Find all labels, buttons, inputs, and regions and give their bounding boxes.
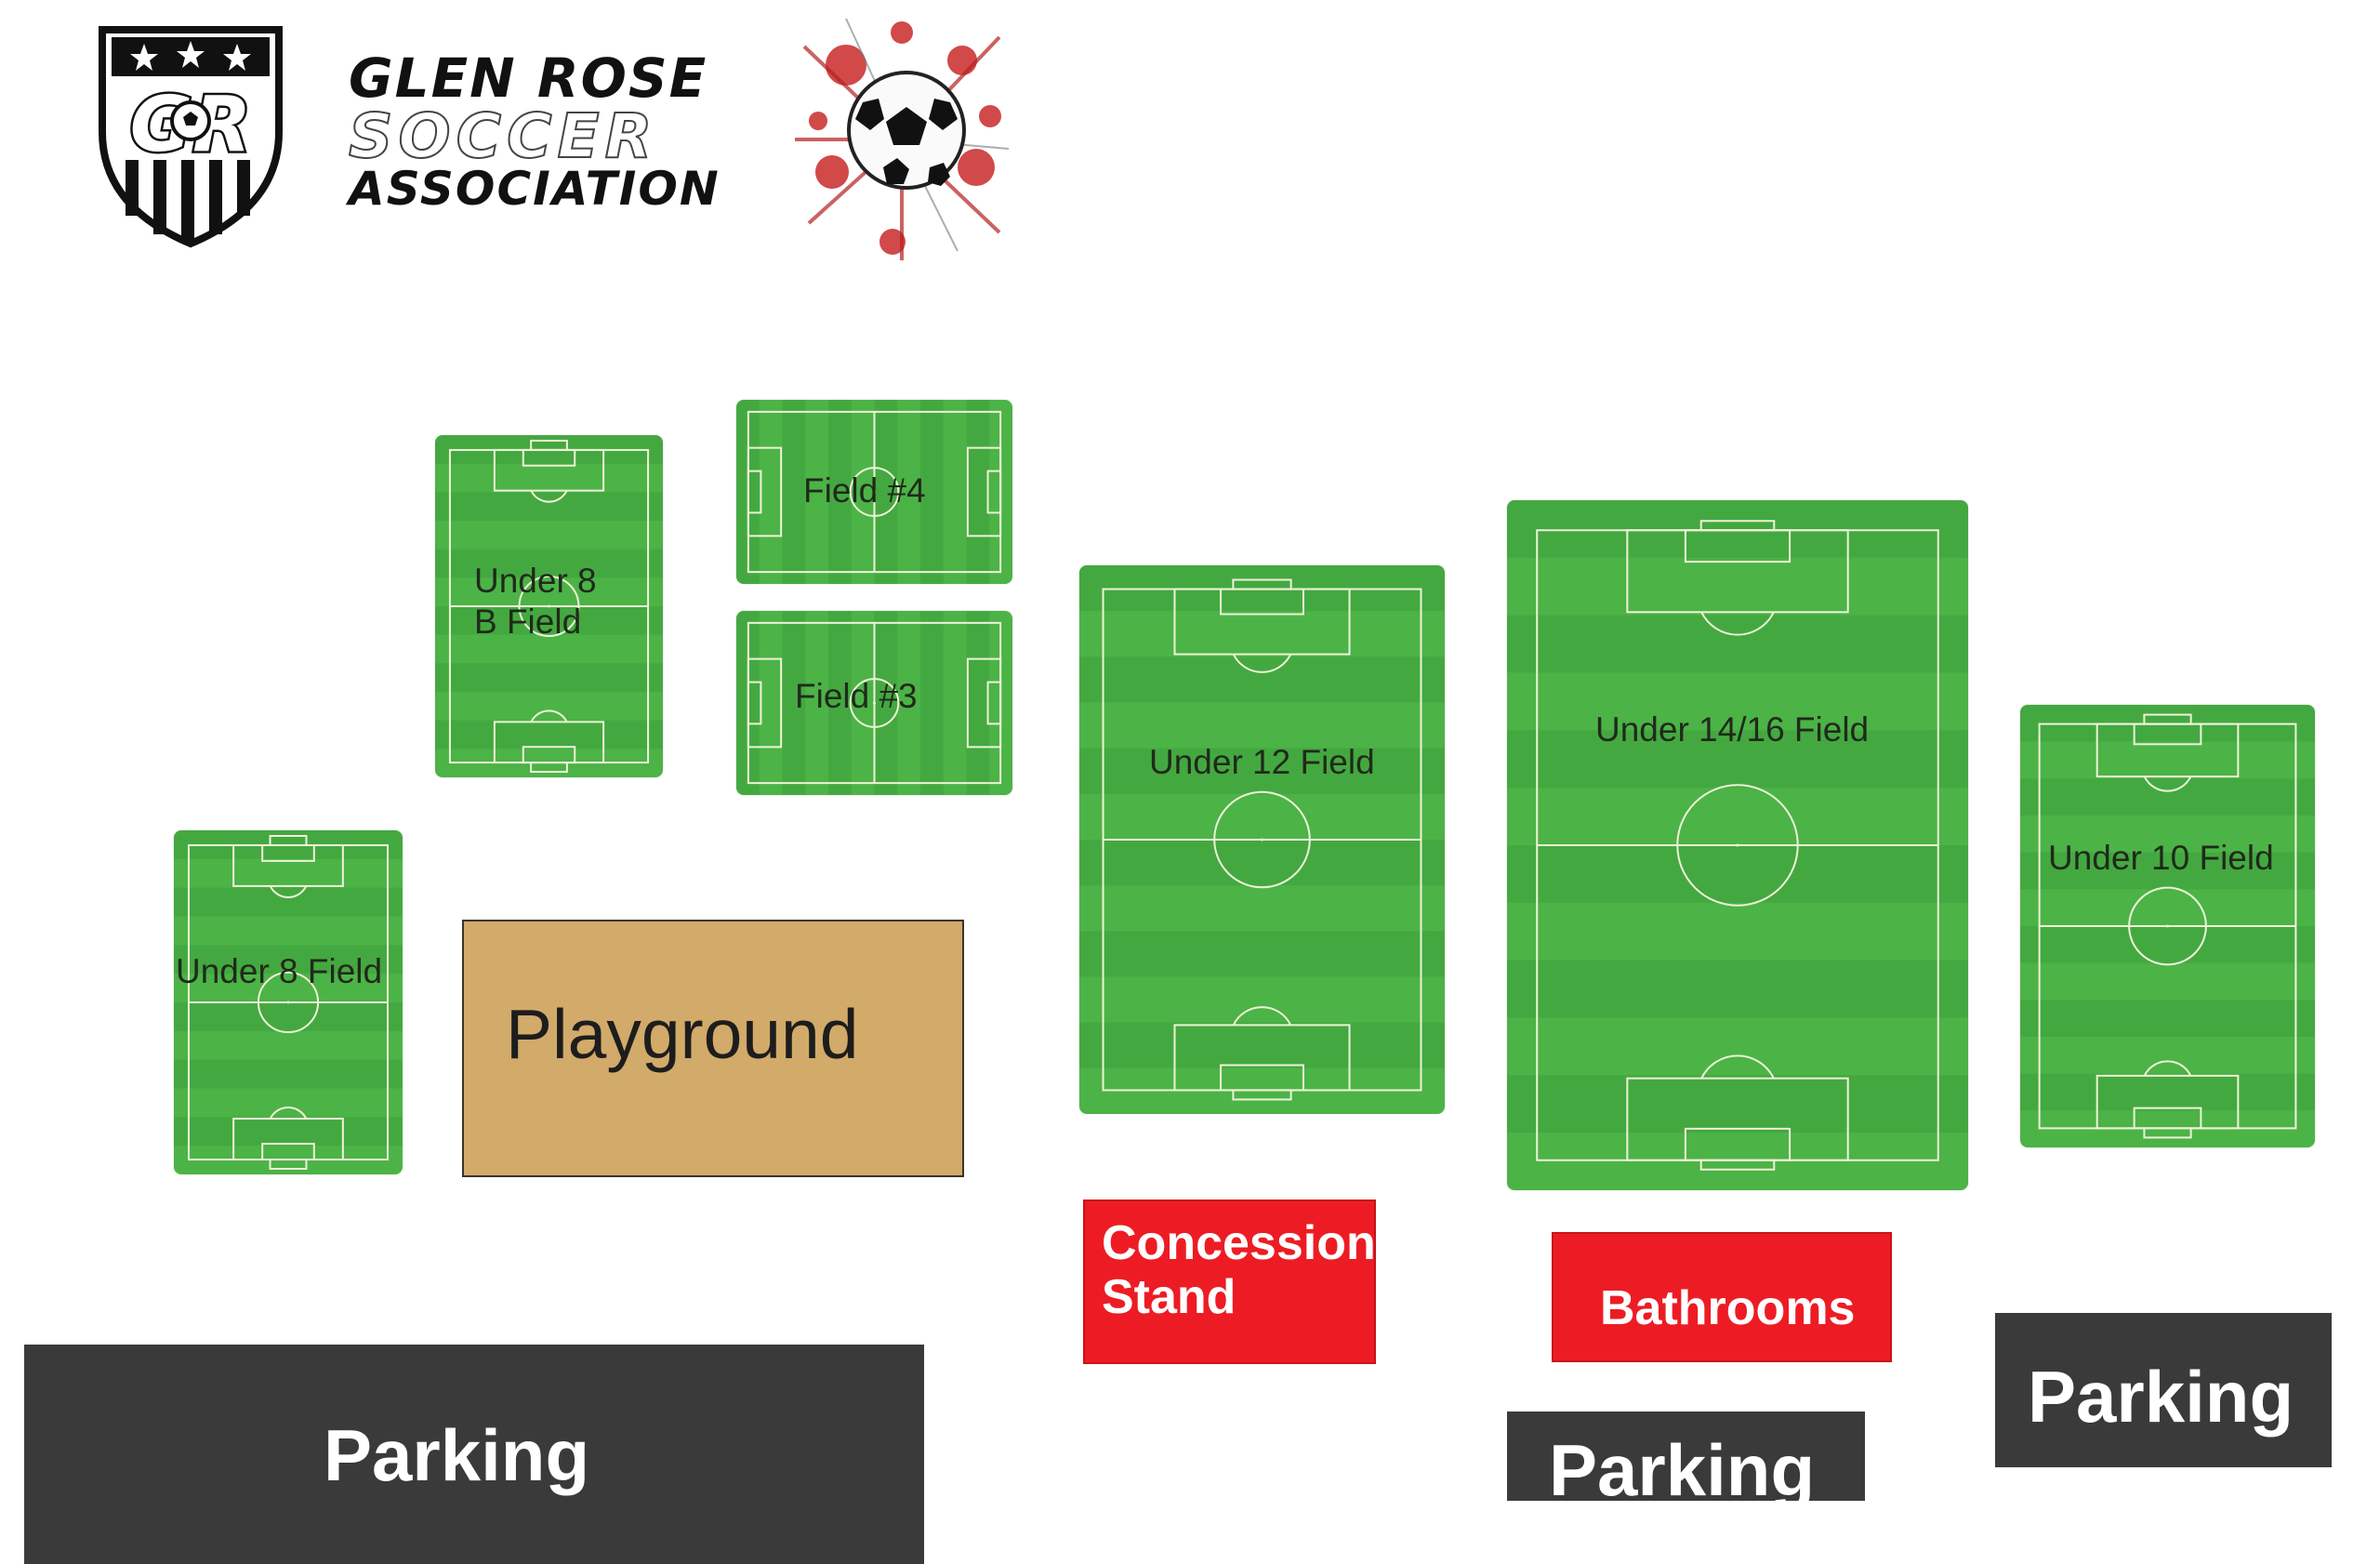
parking-label: Parking	[324, 1414, 590, 1496]
field-3[interactable]: Field #3	[736, 611, 1012, 795]
field-label-under-8: Under 8 Field	[176, 952, 383, 990]
parking-label: Parking	[1549, 1429, 1816, 1501]
playground-label: Playground	[506, 995, 859, 1073]
pitch-markings	[2020, 705, 2315, 1147]
parking-lot-west[interactable]: Parking	[24, 1345, 924, 1564]
field-label-under-14-16: Under 14/16 Field	[1595, 710, 1870, 749]
parking-lot-center[interactable]: Parking	[1507, 1412, 1865, 1501]
field-label-under-12: Under 12 Field	[1149, 743, 1375, 781]
association-wordmark: GLEN ROSE SOCCER ASSOCIATION	[348, 46, 730, 223]
gr-crest-logo: GR	[99, 26, 283, 248]
field-4[interactable]: Field #4	[736, 400, 1012, 584]
parking-lot-east[interactable]: Parking	[1995, 1313, 2332, 1467]
pitch-markings	[736, 611, 1012, 795]
parking-label: Parking	[2028, 1356, 2294, 1438]
pitch-markings	[174, 830, 403, 1174]
concession-stand-label: Concession Stand	[1102, 1216, 1376, 1325]
field-label-under-10: Under 10 Field	[2048, 839, 2274, 877]
pitch-markings	[1507, 500, 1968, 1190]
wordmark-line-3: ASSOCIATION	[349, 162, 721, 216]
wordmark-line-1: GLEN ROSE	[349, 46, 708, 110]
field-label-3: Field #3	[795, 677, 918, 715]
bathrooms-label: Bathrooms	[1600, 1281, 1856, 1335]
pitch-markings	[1079, 565, 1445, 1114]
wordmark-line-2: SOCCER	[348, 99, 658, 173]
soccer-ball-splash-icon	[795, 18, 1010, 260]
concession-stand[interactable]: Concession Stand	[1083, 1200, 1376, 1364]
field-label-4: Field #4	[803, 471, 926, 510]
field-under-8-b[interactable]: Under 8 B Field	[435, 435, 663, 777]
field-under-12[interactable]: Under 12 Field	[1079, 565, 1445, 1114]
field-under-8[interactable]: Under 8 Field	[174, 830, 403, 1174]
field-under-10[interactable]: Under 10 Field	[2020, 705, 2315, 1147]
field-under-14-16[interactable]: Under 14/16 Field	[1507, 500, 1968, 1190]
bathrooms[interactable]: Bathrooms	[1552, 1232, 1892, 1362]
pitch-markings	[435, 435, 663, 777]
playground[interactable]: Playground	[462, 920, 964, 1177]
field-label-under-8-b: Under 8 B Field	[474, 562, 597, 642]
pitch-markings	[736, 400, 1012, 584]
